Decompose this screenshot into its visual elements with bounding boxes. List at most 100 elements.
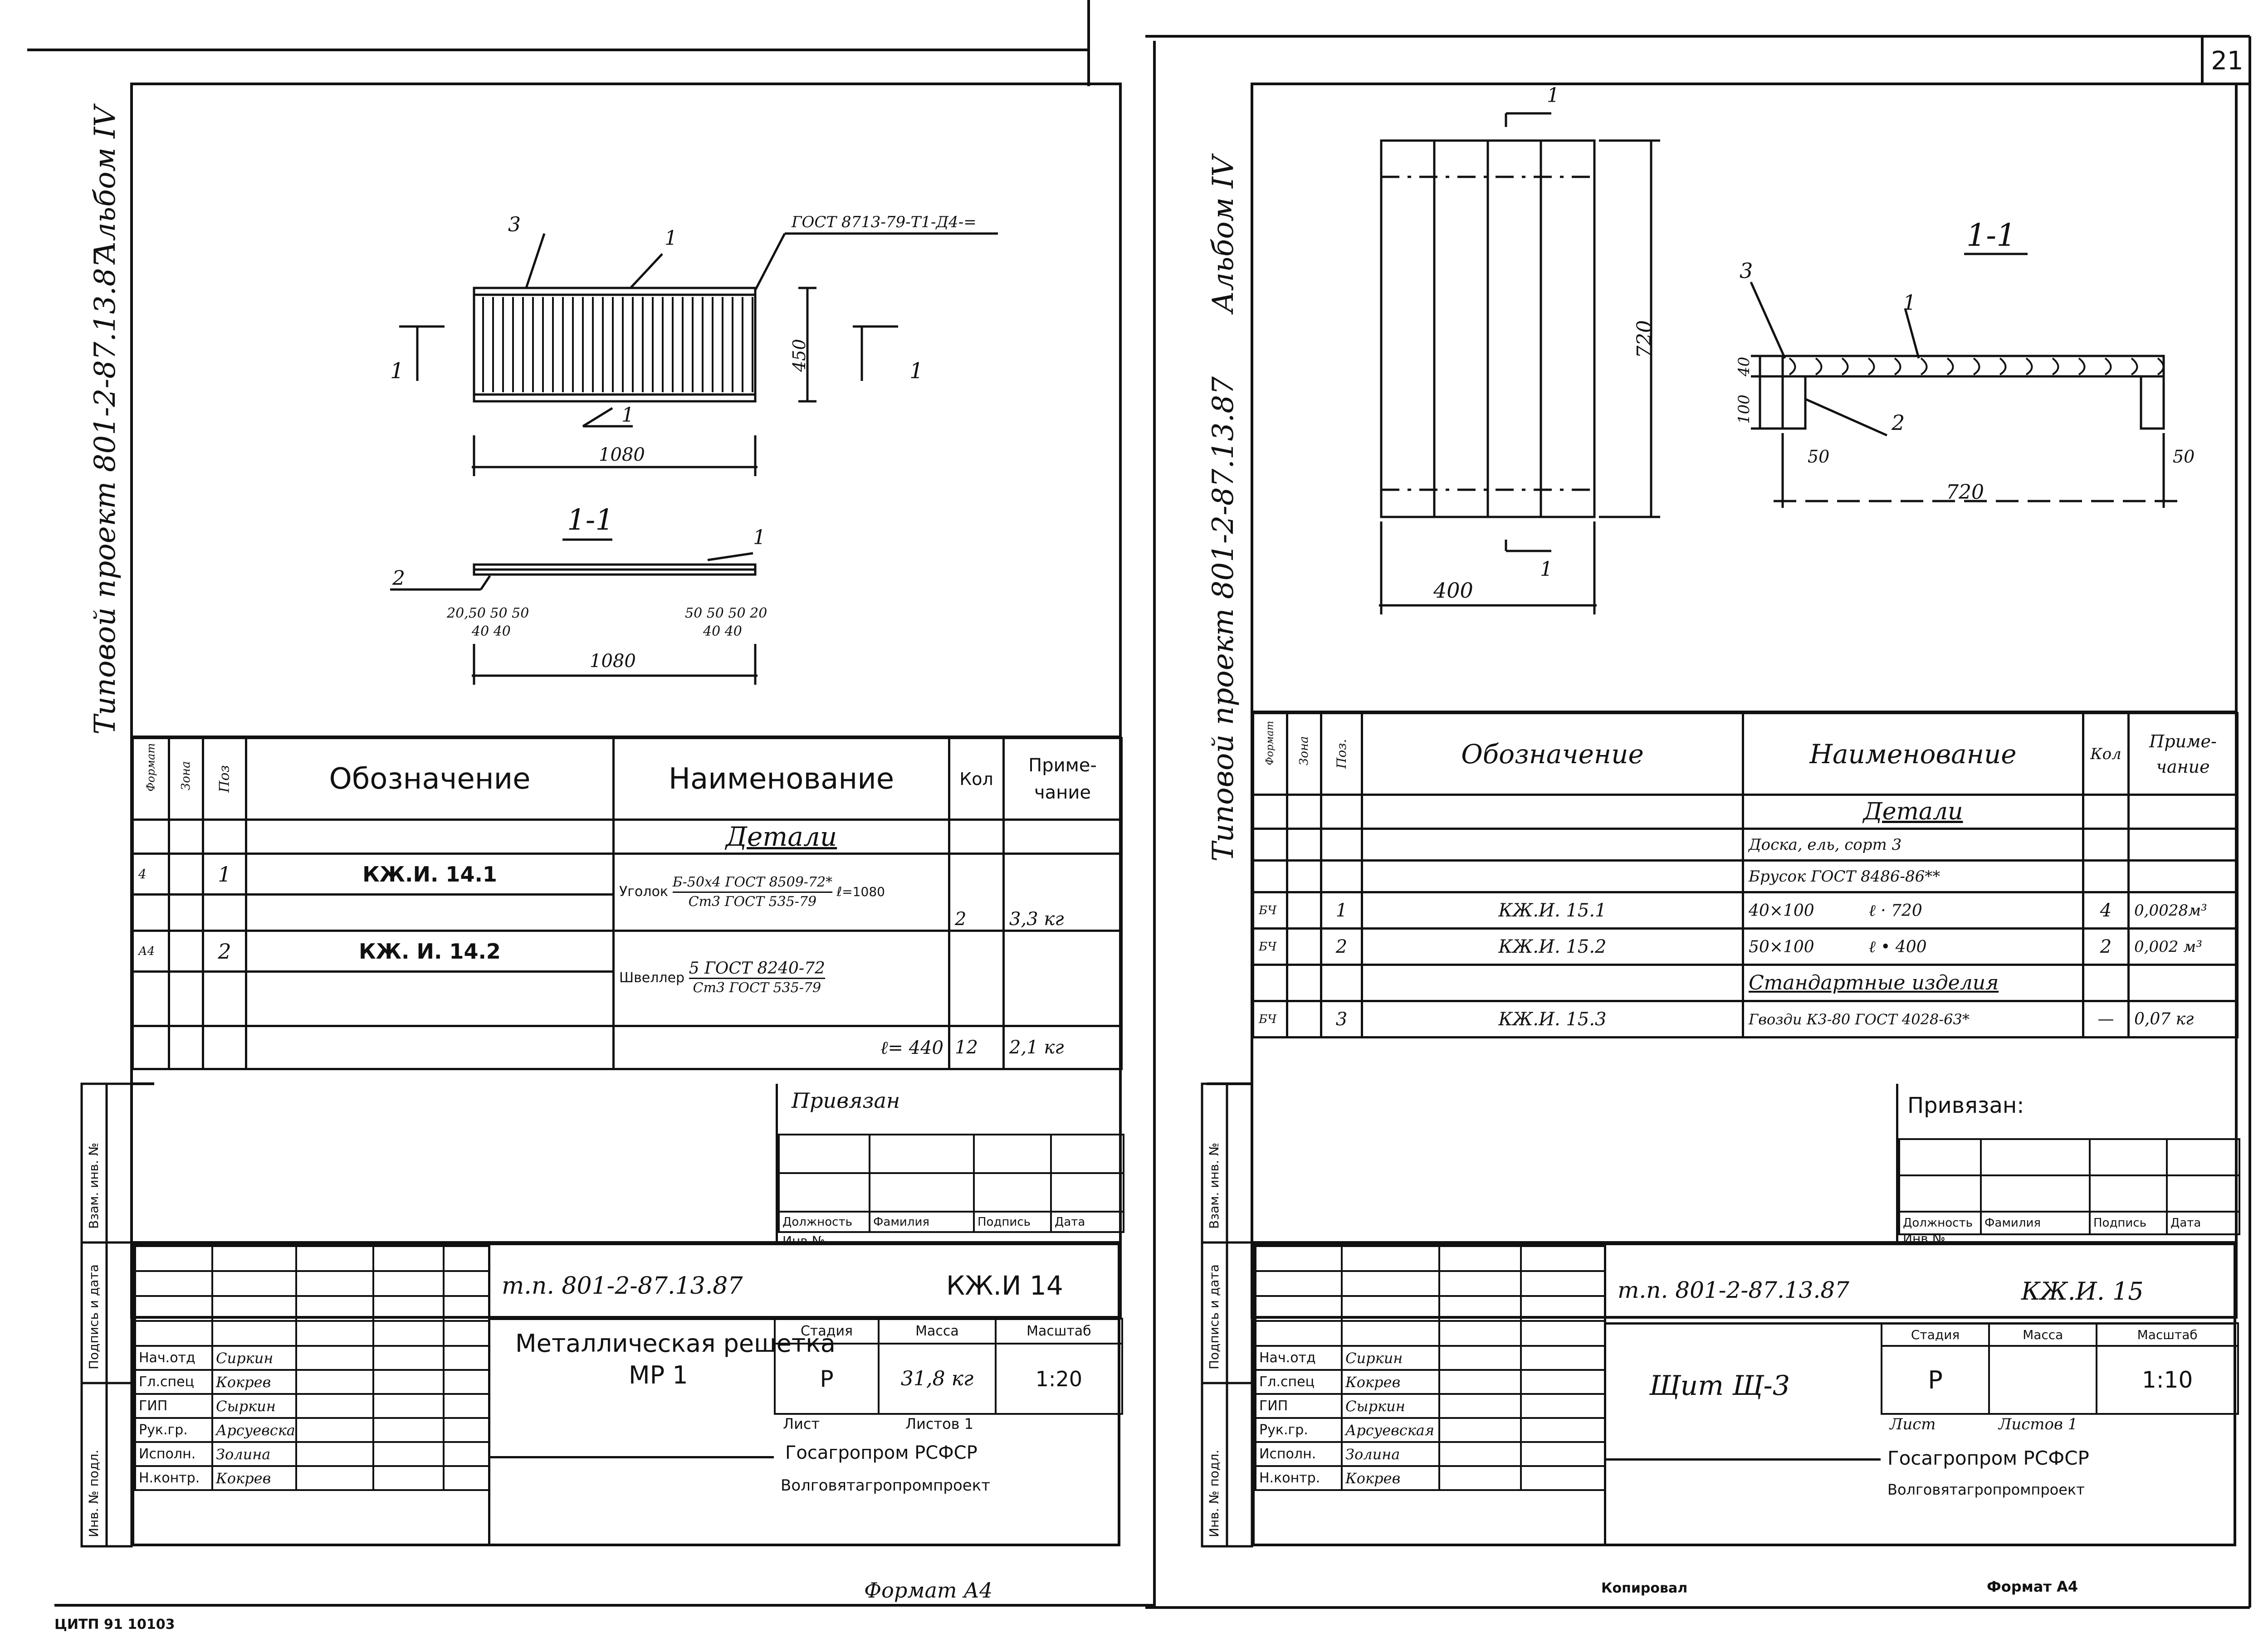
left-r2-qty: 12 [948, 1025, 1005, 1070]
left-stamp-1: Взам. инв. № [86, 1142, 101, 1229]
right-std-qty: — [2082, 1000, 2130, 1038]
left-r1-format: 4 [132, 853, 170, 896]
right-section-mark-bottom: 1 [1540, 558, 1553, 581]
left-binding-title: Привязан [792, 1088, 900, 1113]
right-row-pos: 2 [1320, 927, 1363, 966]
right-std-format: БЧ [1252, 1000, 1288, 1038]
right-dim-length: 720 [1946, 481, 1984, 504]
right-stamp-1: Взам. инв. № [1207, 1142, 1222, 1229]
left-person-row: Н.контр.Кокрев [134, 1465, 490, 1491]
left-h-qty: Кол [948, 737, 1005, 821]
left-bottom-code: ЦИТП 91 10103 [54, 1617, 175, 1632]
right-h-qty: Кол [2082, 712, 2130, 796]
right-pos-3: 3 [1740, 258, 1753, 283]
right-person-role: Исполн. [1255, 1441, 1343, 1467]
right-pos-1: 1 [1903, 290, 1916, 315]
left-stage-grid: Стадия Масса Масштаб Р 31,8 кг 1:20 [773, 1318, 1124, 1415]
page-number: 21 [2211, 46, 2244, 76]
left-person-row: Рук.гр.Арсуевская [134, 1417, 490, 1443]
left-r2-designation: КЖ. И. 14.2 [245, 930, 615, 973]
left-section-mark-left: 1 [390, 358, 404, 384]
left-person-name: Кокрев [211, 1465, 297, 1491]
right-stamp-3: Инв. № подл. [1207, 1449, 1222, 1537]
left-person-role: Гл.спец [134, 1369, 213, 1395]
left-scale-h: Масштаб [994, 1318, 1124, 1345]
left-scale: 1:20 [994, 1343, 1124, 1415]
right-h-format: Формат [1252, 712, 1288, 796]
left-r1-name: Уголок Б-50х4 ГОСТ 8509-72* Ст3 ГОСТ 535… [612, 853, 950, 932]
left-person-name: Сиркин [211, 1345, 297, 1371]
right-person-name: Золина [1341, 1441, 1440, 1467]
right-h-note: Приме-чание [2127, 712, 2239, 796]
right-org-2: Волговятагропромпроект [1887, 1481, 2085, 1498]
left-pitch-rb: 40 40 [703, 624, 742, 639]
left-person-role: ГИП [134, 1393, 213, 1419]
right-binding-col4: Дата [2166, 1211, 2240, 1235]
right-copied: Копировал [1601, 1580, 1688, 1596]
right-dim-width: 400 [1433, 578, 1473, 603]
right-section-title: 1-1 [1966, 218, 2016, 253]
right-stage-grid: Стадия Масса Масштаб Р 1:10 [1880, 1322, 2239, 1415]
left-section-pos-1: 1 [753, 526, 766, 549]
right-binding-col2: Фамилия [1980, 1211, 2091, 1235]
right-scale-h: Масштаб [2096, 1322, 2239, 1347]
right-stage-h: Стадия [1880, 1322, 1990, 1347]
right-section-standard: Стандартные изделия [1742, 964, 2084, 1002]
left-section-title: 1-1 [567, 503, 614, 537]
left-r1-name-top: Б-50х4 ГОСТ 8509-72* [672, 873, 833, 893]
left-person-row: Исполн.Золина [134, 1441, 490, 1467]
left-person-name: Кокрев [211, 1369, 297, 1395]
left-r2-length: ℓ= 440 [612, 1025, 950, 1070]
left-org-1: Госагропром РСФСР [785, 1442, 978, 1463]
right-person-name: Кокрев [1341, 1369, 1440, 1395]
left-section-pos-2: 2 [392, 567, 405, 590]
right-tb-code: т.п. 801-2-87.13.87 [1618, 1277, 1849, 1303]
left-r2-name-main: Швеллер [619, 970, 685, 986]
right-person-row: Н.контр.Кокрев [1255, 1465, 1606, 1491]
left-r1-note: 3,3 кг [1002, 853, 1123, 932]
right-dim-h2: 100 [1735, 395, 1753, 424]
left-tb-code: т.п. 801-2-87.13.87 [502, 1272, 743, 1300]
right-person-name: Кокрев [1341, 1465, 1440, 1491]
right-std-note: 0,07 кг [2127, 1000, 2239, 1038]
right-scale: 1:10 [2096, 1345, 2239, 1415]
left-binding-col2: Фамилия [869, 1211, 975, 1233]
right-dim-50-right: 50 [2173, 447, 2195, 467]
right-dim-50-left: 50 [1808, 447, 1830, 467]
right-row-note: 0,002 м³ [2127, 927, 2239, 966]
right-row-size: 40×100 [1749, 901, 1814, 920]
left-section-mark-right: 1 [909, 358, 924, 384]
left-pos-1-top: 1 [665, 227, 677, 250]
left-tb-name-2: МР 1 [629, 1361, 688, 1389]
right-album-label: Альбом IV [1207, 156, 1240, 313]
right-person-name: Сиркин [1341, 1345, 1440, 1371]
left-binding-col4: Дата [1050, 1211, 1124, 1233]
right-binding-col1: Должность [1898, 1211, 1982, 1235]
left-stage: Р [773, 1343, 880, 1415]
left-r1-pos: 1 [202, 853, 247, 896]
right-sheets-label: Листов 1 [1999, 1415, 2078, 1433]
right-section-details: Детали [1742, 794, 2084, 830]
left-r1-designation: КЖ.И. 14.1 [245, 853, 615, 896]
right-org-1: Госагропром РСФСР [1887, 1447, 2089, 1469]
left-binding-inv: Инв.№ [782, 1233, 825, 1248]
left-stamp-2: Подпись и дата [86, 1264, 101, 1369]
left-album-label: Альбом IV [88, 106, 122, 263]
right-person-role: Н.контр. [1255, 1465, 1343, 1491]
left-r2-format: А4 [132, 930, 170, 973]
left-r2-name: Швеллер 5 ГОСТ 8240-72 Ст3 ГОСТ 535-79 [612, 930, 950, 1027]
right-row-note: 0,0028м³ [2127, 891, 2239, 930]
left-binding: Привязан Должность Фамилия Подпись Дата … [776, 1084, 1124, 1248]
right-row-qty: 4 [2082, 891, 2130, 930]
right-row-designation: КЖ.И. 15.2 [1361, 927, 1744, 966]
left-sheets-label: Листов 1 [905, 1415, 974, 1432]
right-row-format: БЧ [1252, 891, 1288, 930]
